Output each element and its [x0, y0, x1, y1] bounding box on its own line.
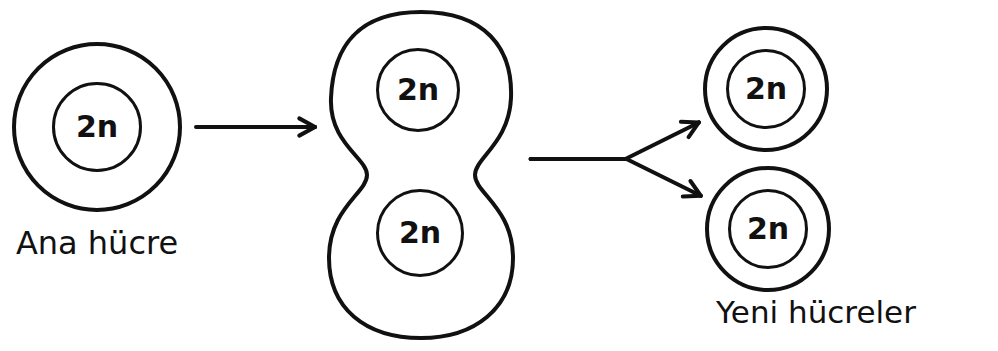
arrow-segment — [531, 157, 627, 161]
arrow — [531, 159, 701, 196]
chromosome-number: 2n — [745, 74, 787, 104]
arrow-segment — [625, 122, 698, 159]
arrow-segment — [299, 118, 315, 127]
arrow-segment — [689, 122, 699, 137]
cell-nucleus: 2n — [376, 189, 464, 277]
dividing-cell: 2n 2n — [325, 8, 517, 342]
cell-nucleus: 2n — [376, 48, 460, 132]
arrow-segment — [299, 127, 315, 136]
arrow-segment — [196, 125, 315, 129]
chromosome-number: 2n — [747, 214, 789, 244]
arrow-segment — [681, 120, 699, 125]
arrow-segment — [627, 159, 701, 196]
mother-cell: Ana hücre2n — [12, 42, 182, 212]
daughter-cell: 2n — [703, 26, 829, 152]
cell-nucleus: 2n — [726, 49, 806, 129]
chromosome-number: 2n — [397, 75, 439, 105]
cell-label: Ana hücre — [16, 224, 178, 262]
chromosome-number: 2n — [399, 218, 441, 248]
daughter-cell: 2n — [705, 166, 831, 292]
arrow — [196, 118, 315, 135]
cell-nucleus: 2n — [52, 82, 142, 172]
group-label: Yeni hücreler — [716, 294, 916, 331]
arrow-segment — [690, 181, 700, 196]
cell-nucleus: 2n — [728, 189, 808, 269]
chromosome-number: 2n — [76, 112, 118, 142]
arrow — [531, 122, 699, 159]
